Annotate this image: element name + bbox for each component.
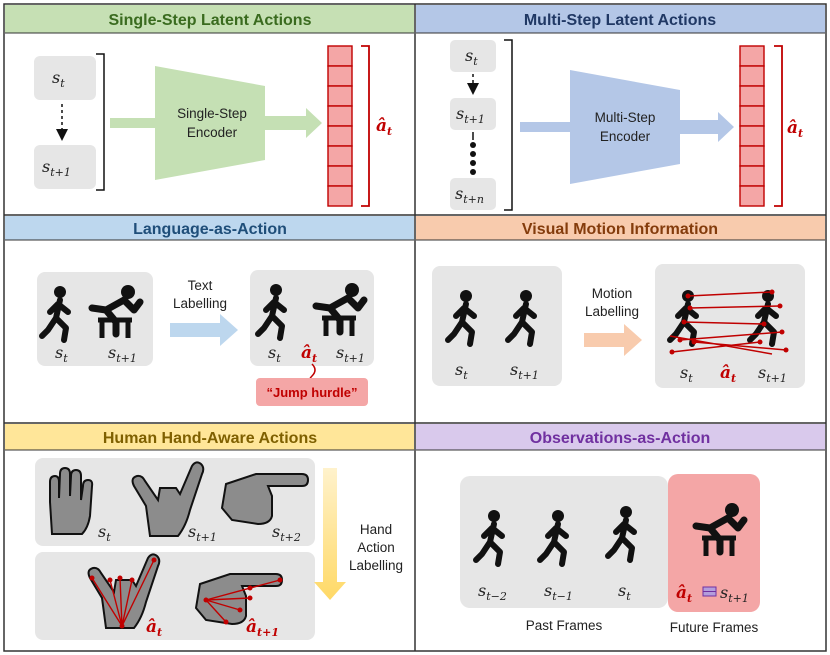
ms-input-bracket (504, 39, 513, 211)
past-frames-label: Past Frames (526, 618, 603, 633)
caption-box (256, 378, 368, 406)
latent-token-cell (739, 85, 765, 107)
latent-token-cell (327, 105, 353, 127)
svg-text:Text: Text (188, 278, 213, 293)
svg-text:st: st (455, 360, 468, 382)
ms-state-box-st1 (450, 98, 496, 130)
single-step-title: Single-Step Latent Actions (109, 12, 312, 29)
svg-text:st: st (465, 46, 478, 68)
svg-text:st+1: st+1 (108, 343, 137, 365)
svg-text:st+1: st+1 (188, 522, 217, 544)
latent-token-cell (327, 165, 353, 187)
latent-token-cell (327, 65, 353, 87)
svg-text:Labelling: Labelling (349, 558, 403, 573)
latent-token-cell (739, 105, 765, 127)
hand-keypoints (91, 559, 155, 627)
hand-action-label-t: ât (146, 617, 162, 639)
panel-single-step: Single-Step Latent Actions st st+1 Singl… (5, 5, 414, 207)
svg-text:st+1: st+1 (456, 104, 485, 126)
hand-action-label-t1: ât+1 (246, 617, 279, 639)
svg-text:st−1: st−1 (544, 581, 573, 603)
latent-token-cell (327, 185, 353, 207)
obs-action-label: ât (676, 583, 692, 605)
state-label-st: st (52, 68, 65, 90)
svg-text:st+2: st+2 (272, 522, 301, 544)
obs-header (416, 424, 825, 450)
svg-text:Hand: Hand (360, 522, 392, 537)
state-box-st (34, 56, 96, 100)
text-labelling-arrow (170, 314, 238, 346)
obs-title: Observations-as-Action (530, 430, 710, 447)
hand-labelling-arrow (314, 468, 346, 600)
latent-token-cell (327, 45, 353, 67)
svg-text:Action: Action (357, 540, 395, 555)
svg-text:st+1: st+1 (758, 363, 787, 385)
latent-action-label: ât (376, 116, 392, 138)
multi-step-header (416, 5, 825, 33)
svg-text:st+1: st+1 (336, 343, 365, 365)
hand-header (5, 424, 414, 450)
ms-state-box-st (450, 40, 496, 72)
latent-token-cell (327, 125, 353, 147)
svg-text:st: st (618, 581, 631, 603)
panel-multi-step: Multi-Step Latent Actions st st+1 st+n M… (416, 5, 825, 211)
latent-token-cell (739, 125, 765, 147)
hand-title: Human Hand-Aware Actions (103, 430, 317, 447)
ms-latent-token-stack (739, 45, 765, 207)
svg-text:Multi-Step: Multi-Step (595, 110, 656, 125)
lang-action-label: ât (301, 343, 317, 365)
motion-action-label: ât (720, 363, 736, 385)
motion-trajectories (669, 291, 787, 355)
panel-language: Language-as-Action st st+1 Text Labellin… (5, 216, 414, 406)
motion-title: Visual Motion Information (522, 221, 718, 238)
latent-token-cell (327, 85, 353, 107)
panel-observations: Observations-as-Action st−2 st−1 st ât s… (416, 424, 825, 635)
svg-text:st+1: st+1 (720, 583, 749, 605)
caption-text: “Jump hurdle” (266, 385, 357, 400)
latent-token-cell (739, 185, 765, 207)
language-title: Language-as-Action (133, 221, 287, 238)
svg-text:Labelling: Labelling (585, 304, 639, 319)
svg-text:st: st (98, 522, 111, 544)
single-step-header (5, 5, 414, 33)
state-label-st1: st+1 (42, 157, 71, 179)
lang-output-frames (250, 270, 374, 366)
encoder-arrow (265, 108, 322, 138)
multi-step-encoder (570, 70, 680, 184)
svg-text:st+n: st+n (455, 184, 484, 206)
single-step-encoder (155, 66, 265, 180)
past-frames-box (460, 476, 668, 608)
motion-header (416, 216, 825, 240)
svg-text:Single-Step: Single-Step (177, 106, 247, 121)
language-header (5, 216, 414, 240)
output-bracket (361, 45, 370, 207)
future-frames-label: Future Frames (670, 620, 759, 635)
input-bracket (96, 53, 105, 191)
multi-step-title: Multi-Step Latent Actions (524, 12, 716, 29)
svg-text:Labelling: Labelling (173, 296, 227, 311)
svg-text:Encoder: Encoder (187, 125, 238, 140)
latent-token-cell (739, 65, 765, 87)
motion-input-frames (432, 266, 562, 386)
latent-token-cell (739, 145, 765, 167)
svg-text:st: st (55, 343, 68, 365)
ms-latent-action-label: ât (787, 118, 803, 140)
panel-visual-motion: Visual Motion Information st st+1 Motion… (416, 216, 825, 388)
svg-text:st−2: st−2 (478, 581, 507, 603)
ms-encoder-arrow (680, 112, 734, 142)
svg-text:Encoder: Encoder (600, 129, 651, 144)
panel-hand: Human Hand-Aware Actions st st+1 st+2 ât… (5, 424, 414, 640)
latent-token-cell (739, 165, 765, 187)
svg-text:st: st (268, 343, 281, 365)
latent-token-stack (327, 45, 353, 207)
svg-text:st: st (680, 363, 693, 385)
svg-text:Motion: Motion (592, 286, 633, 301)
ms-state-box-stn (450, 178, 496, 210)
motion-labelling-arrow (584, 324, 642, 356)
state-box-st1 (34, 145, 96, 189)
latent-token-cell (739, 45, 765, 67)
svg-text:st+1: st+1 (510, 360, 539, 382)
latent-token-cell (327, 145, 353, 167)
